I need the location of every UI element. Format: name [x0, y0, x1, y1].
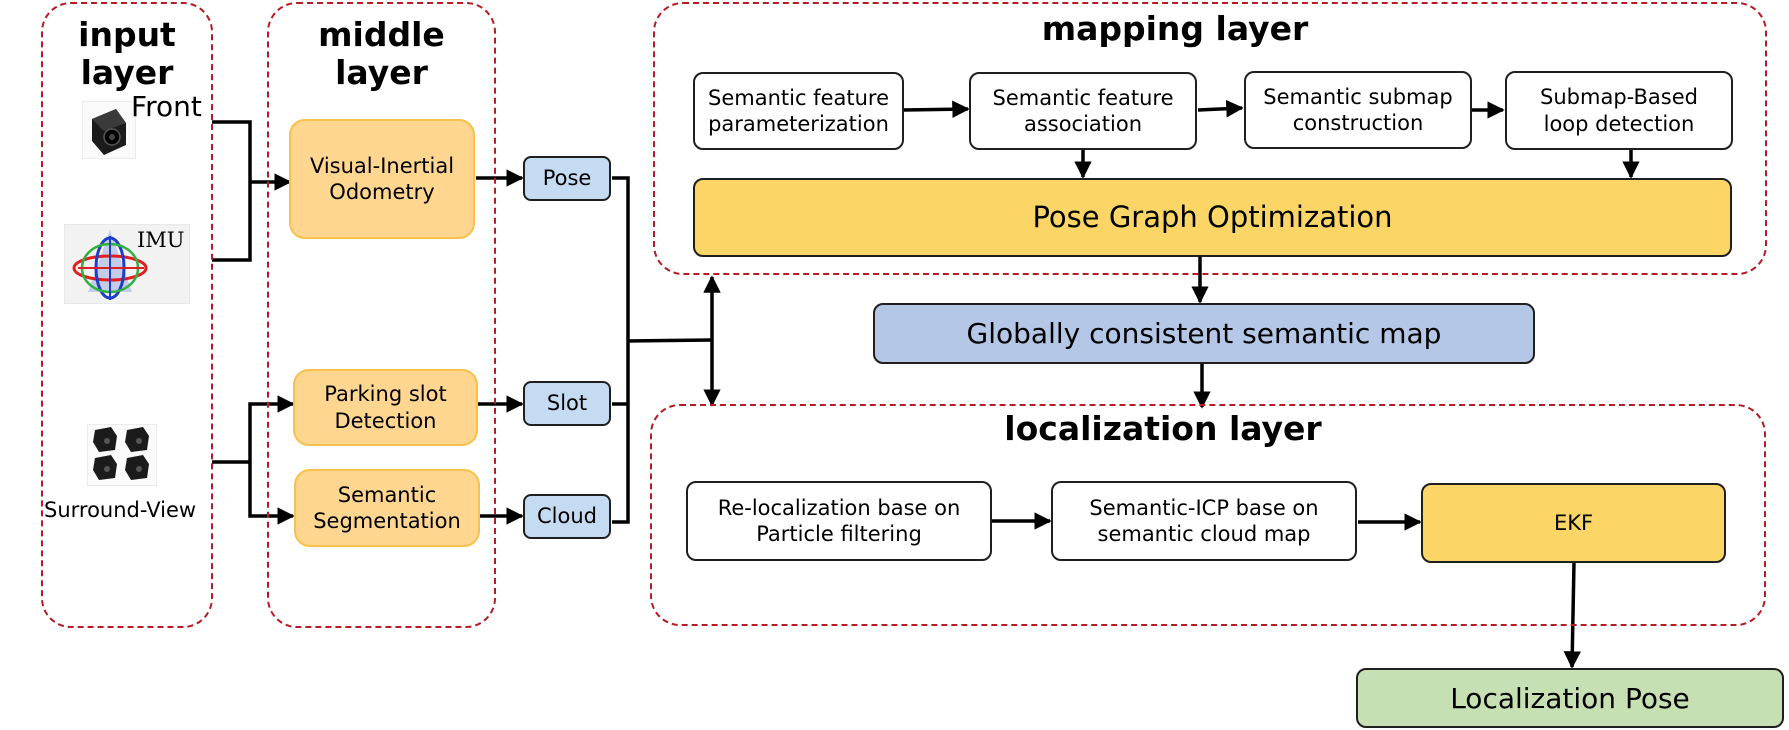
localization-pose-label: Localization Pose: [1450, 681, 1690, 715]
semantic-icp-label: Semantic-ICP base on semantic cloud map: [1089, 495, 1319, 546]
feature-parameterization-box: Semantic feature parameterization: [693, 72, 904, 150]
middle-layer-region: middle layer: [267, 2, 496, 628]
arrow-to-segmentation: [248, 462, 295, 525]
imu-to-vio-connector: [212, 182, 252, 262]
middle-layer-title: middle layer: [318, 15, 445, 92]
surround-view-label: Surround-View: [44, 498, 197, 522]
global-semantic-map-box: Globally consistent semantic map: [873, 303, 1535, 364]
vio-label: Visual-Inertial Odometry: [309, 153, 455, 204]
vio-box: Visual-Inertial Odometry: [289, 119, 475, 239]
arrow-ekf-to-result: [1563, 561, 1582, 669]
ekf-label: EKF: [1553, 510, 1594, 535]
cloud-output-label: Cloud: [537, 504, 597, 529]
submap-construction-box: Semantic submap construction: [1244, 71, 1472, 149]
imu-icon: [63, 223, 191, 305]
input-layer-title: input layer: [78, 15, 176, 92]
submap-construction-label: Semantic submap construction: [1263, 84, 1453, 135]
surround-view-cameras-icon: [86, 423, 158, 487]
pose-output-box: Pose: [523, 156, 611, 201]
imu-label: IMU: [137, 228, 185, 252]
slot-output-box: Slot: [523, 381, 611, 426]
front-to-vio-connector: [212, 120, 252, 182]
semantic-segmentation-box: Semantic Segmentation: [294, 469, 480, 547]
mapping-layer-title: mapping layer: [1041, 9, 1309, 48]
relocalization-label: Re-localization base on Particle filteri…: [717, 495, 961, 546]
front-camera-icon: [81, 100, 137, 160]
mapping-layer-region: mapping layer: [653, 2, 1767, 275]
localization-layer-region: localization layer: [650, 404, 1766, 626]
pose-graph-optimization-box: Pose Graph Optimization: [693, 178, 1732, 257]
merge-to-bus: [627, 338, 713, 343]
localization-layer-title: localization layer: [1004, 409, 1322, 448]
input-layer-region: input layer: [41, 2, 213, 628]
arrow-assoc-to-submap: [1197, 99, 1244, 118]
pose-output-label: Pose: [542, 166, 592, 191]
parking-slot-detection-box: Parking slot Detection: [293, 369, 478, 446]
relocalization-box: Re-localization base on Particle filteri…: [686, 481, 992, 561]
feature-association-label: Semantic feature association: [992, 85, 1174, 136]
parking-slot-detection-label: Parking slot Detection: [324, 382, 447, 433]
localization-pose-box: Localization Pose: [1356, 668, 1784, 728]
loop-detection-label: Submap-Based loop detection: [1540, 85, 1698, 136]
loop-detection-box: Submap-Based loop detection: [1505, 71, 1733, 150]
global-semantic-map-label: Globally consistent semantic map: [966, 317, 1442, 350]
feature-association-box: Semantic feature association: [969, 72, 1197, 150]
arrow-param-to-assoc: [903, 100, 970, 118]
feature-parameterization-label: Semantic feature parameterization: [708, 85, 889, 136]
pose-graph-optimization-label: Pose Graph Optimization: [1032, 200, 1393, 235]
front-camera-label: Front: [131, 90, 202, 123]
semantic-icp-box: Semantic-ICP base on semantic cloud map: [1051, 481, 1357, 561]
slot-output-label: Slot: [546, 391, 588, 416]
cloud-output-box: Cloud: [523, 494, 611, 539]
arrow-to-parking: [248, 395, 295, 462]
semantic-segmentation-label: Semantic Segmentation: [313, 482, 461, 533]
ekf-box: EKF: [1421, 483, 1726, 563]
pose-merge-line: [612, 176, 630, 524]
